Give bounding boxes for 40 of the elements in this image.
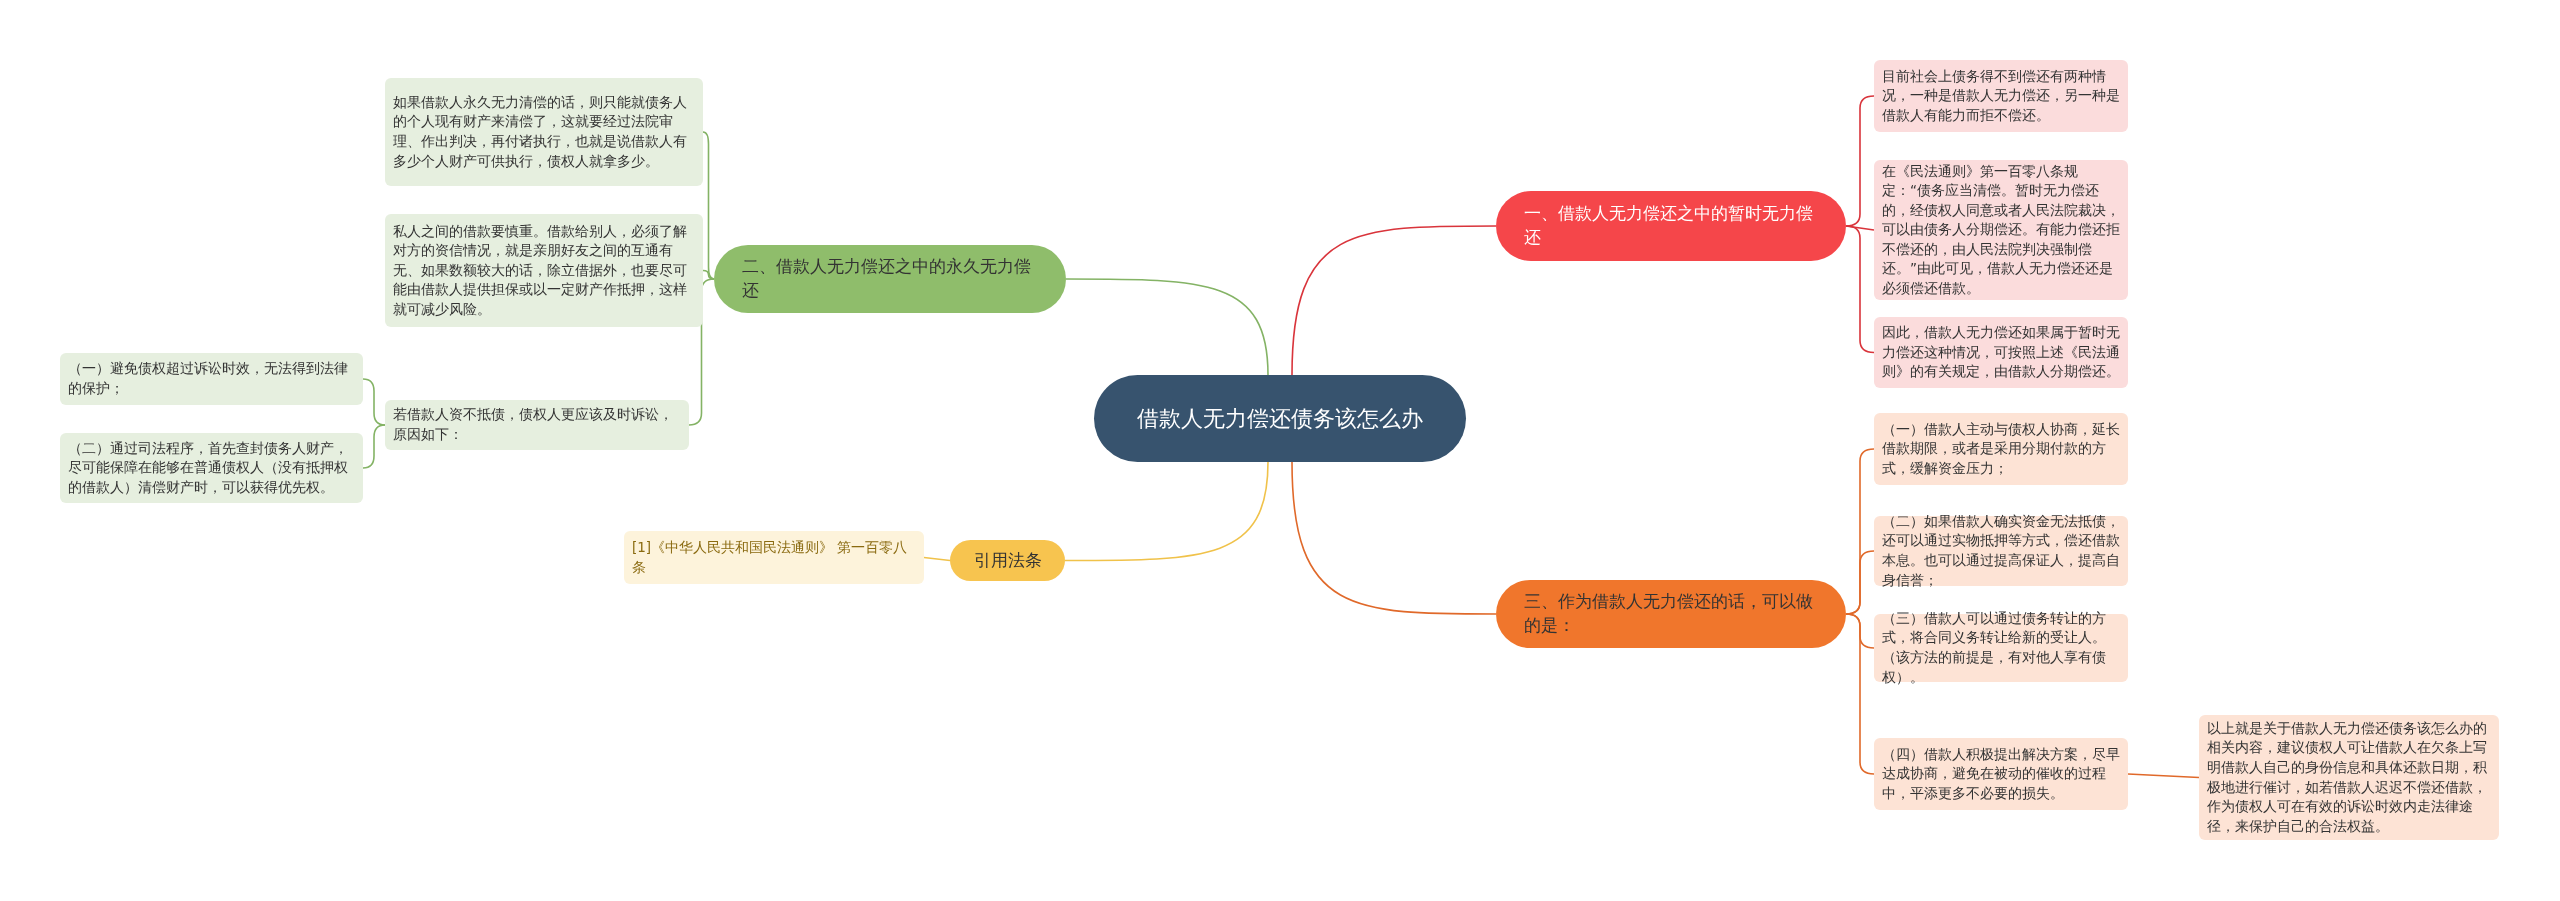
note-text: （二）通过司法程序，首先查封债务人财产，尽可能保障在能够在普通债权人（没有抵押权的借款人）清偿财产时，可以获得优先权。 <box>68 438 349 497</box>
note-text: （一）借款人主动与债权人协商，延长借款期限，或者是采用分期付款的方式，缓解资金压力； <box>1882 419 2120 478</box>
branch-topic <box>950 540 1065 581</box>
note-card <box>1874 516 2128 586</box>
topic-text: 引用法条 <box>972 548 1043 572</box>
note-text: （二）如果借款人确实资金无法抵债，还可以通过实物抵押等方式，偿还借款本息。也可以通过提高保证人，提高自身信誉； <box>1882 511 2120 590</box>
note-card <box>1874 317 2128 388</box>
connector-line <box>702 131 715 280</box>
topic-text: 借款人无力偿还债务该怎么办 <box>1136 404 1424 433</box>
note-text: 私人之间的借款要慎重。借款给别人，必须了解对方的资信情况，就是亲朋好友之间的互通有无、如果数额较大的话，除立借据外，也要尽可能由借款人提供担保或以一定财产作抵押，这样就可减少风险。 <box>393 221 688 319</box>
connector-line <box>1064 461 1269 562</box>
note-text: （三）借款人可以通过债务转让的方式，将合同义务转让给新的受让人。（该方法的前提是，有对他人享有债权）。 <box>1882 608 2107 687</box>
note-text: 若借款人资不抵债，债权人更应该及时诉讼，原因如下： <box>393 405 674 444</box>
note-card <box>1874 413 2128 485</box>
note-text: 因此，借款人无力偿还如果属于暂时无力偿还这种情况，可按照上述《民法通则》的有关规定，由借款人分期偿还。 <box>1882 323 2120 382</box>
note-card <box>1874 60 2128 132</box>
note-text: （四）借款人积极提出解决方案，尽早达成协商，避免在被动的催收的过程中，平添更多不必要的损失。 <box>1882 744 2120 803</box>
topic-text: 二、借款人无力偿还之中的永久无力偿还 <box>742 255 1032 302</box>
note-card <box>385 78 703 186</box>
connector-line <box>2127 773 2200 779</box>
note-text: 以上就是关于借款人无力偿还债务该怎么办的相关内容，建议债权人可让借款人在欠条上写明借款人自己的身份信息和具体还款日期，积极地进行催讨，如若借款人迟迟不偿还借款，作为债权人可在有效的诉讼时效内走法律途径，来保护自己的合法权益。 <box>2207 718 2488 836</box>
note-card <box>385 214 703 327</box>
note-card <box>1874 738 2128 810</box>
note-card <box>385 400 689 450</box>
note-card <box>60 433 363 503</box>
note-text: 在《民法通则》第一百零八条规定：“债务应当清偿。暂时无力偿还的，经债权人同意或者人民法院裁决，可以由债务人分期偿还。有能力偿还拒不偿还的，由人民法院判决强制偿还。”由此可见，借款人无力偿还还是必须偿还借款。 <box>1882 161 2120 298</box>
note-card <box>60 353 363 405</box>
connector-line <box>1065 278 1269 376</box>
topic-text: 一、借款人无力偿还之中的暂时无力偿还 <box>1524 202 1814 249</box>
topic-text: 三、作为借款人无力偿还的话，可以做的是： <box>1524 590 1814 637</box>
note-text: 目前社会上债务得不到偿还有两种情况，一种是借款人无力偿还，另一种是借款人有能力而拒不偿还。 <box>1882 66 2120 125</box>
note-text: （一）避免债权超过诉讼时效，无法得到法律的保护； <box>68 359 349 398</box>
connector-line <box>1845 225 1875 354</box>
note-card <box>624 531 924 584</box>
connector-line <box>923 556 951 562</box>
connector-line <box>1291 225 1497 376</box>
note-text: 如果借款人永久无力清偿的话，则只能就债务人的个人现有财产来清偿了，这就要经过法院审理、作出判决，再付诸执行，也就是说借款人有多少个人财产可供执行，债权人就拿多少。 <box>393 92 688 171</box>
note-text: [1]《中华人民共和国民法通则》 第一百零八条 <box>632 537 909 577</box>
connector-line <box>362 424 386 469</box>
connector-line <box>1291 461 1497 615</box>
